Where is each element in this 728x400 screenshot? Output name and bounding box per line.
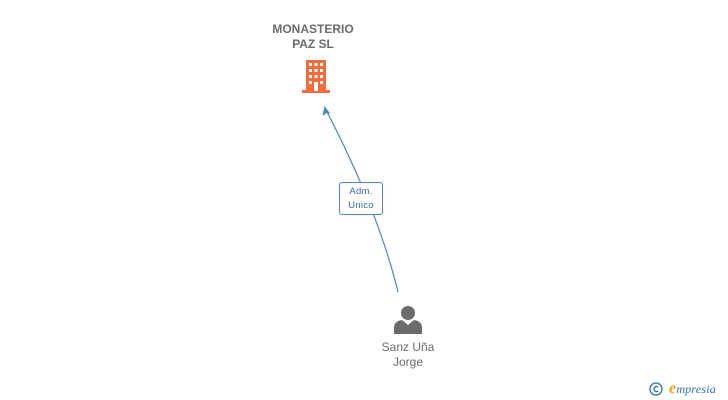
brand-rest: mpresia xyxy=(676,382,716,396)
person-name-line2: Jorge xyxy=(392,355,424,369)
person-name[interactable]: Sanz Uña Jorge xyxy=(348,340,468,370)
relation-label[interactable]: Adm. Unico xyxy=(339,182,383,215)
building-icon[interactable] xyxy=(300,58,332,94)
brand-name: empresia xyxy=(669,380,716,398)
arrowhead-icon xyxy=(322,106,331,116)
person-icon[interactable] xyxy=(393,304,423,334)
company-name[interactable]: MONASTERIO PAZ SL xyxy=(243,22,383,52)
relation-label-line1: Adm. xyxy=(349,186,373,197)
brand-initial: e xyxy=(669,380,677,397)
company-name-line2: PAZ SL xyxy=(292,37,334,51)
copyright-icon xyxy=(649,382,663,396)
relation-label-line2: Unico xyxy=(348,200,374,211)
footer-brand[interactable]: empresia xyxy=(649,380,716,398)
company-name-line1: MONASTERIO xyxy=(272,22,354,36)
person-name-line1: Sanz Uña xyxy=(381,340,435,354)
